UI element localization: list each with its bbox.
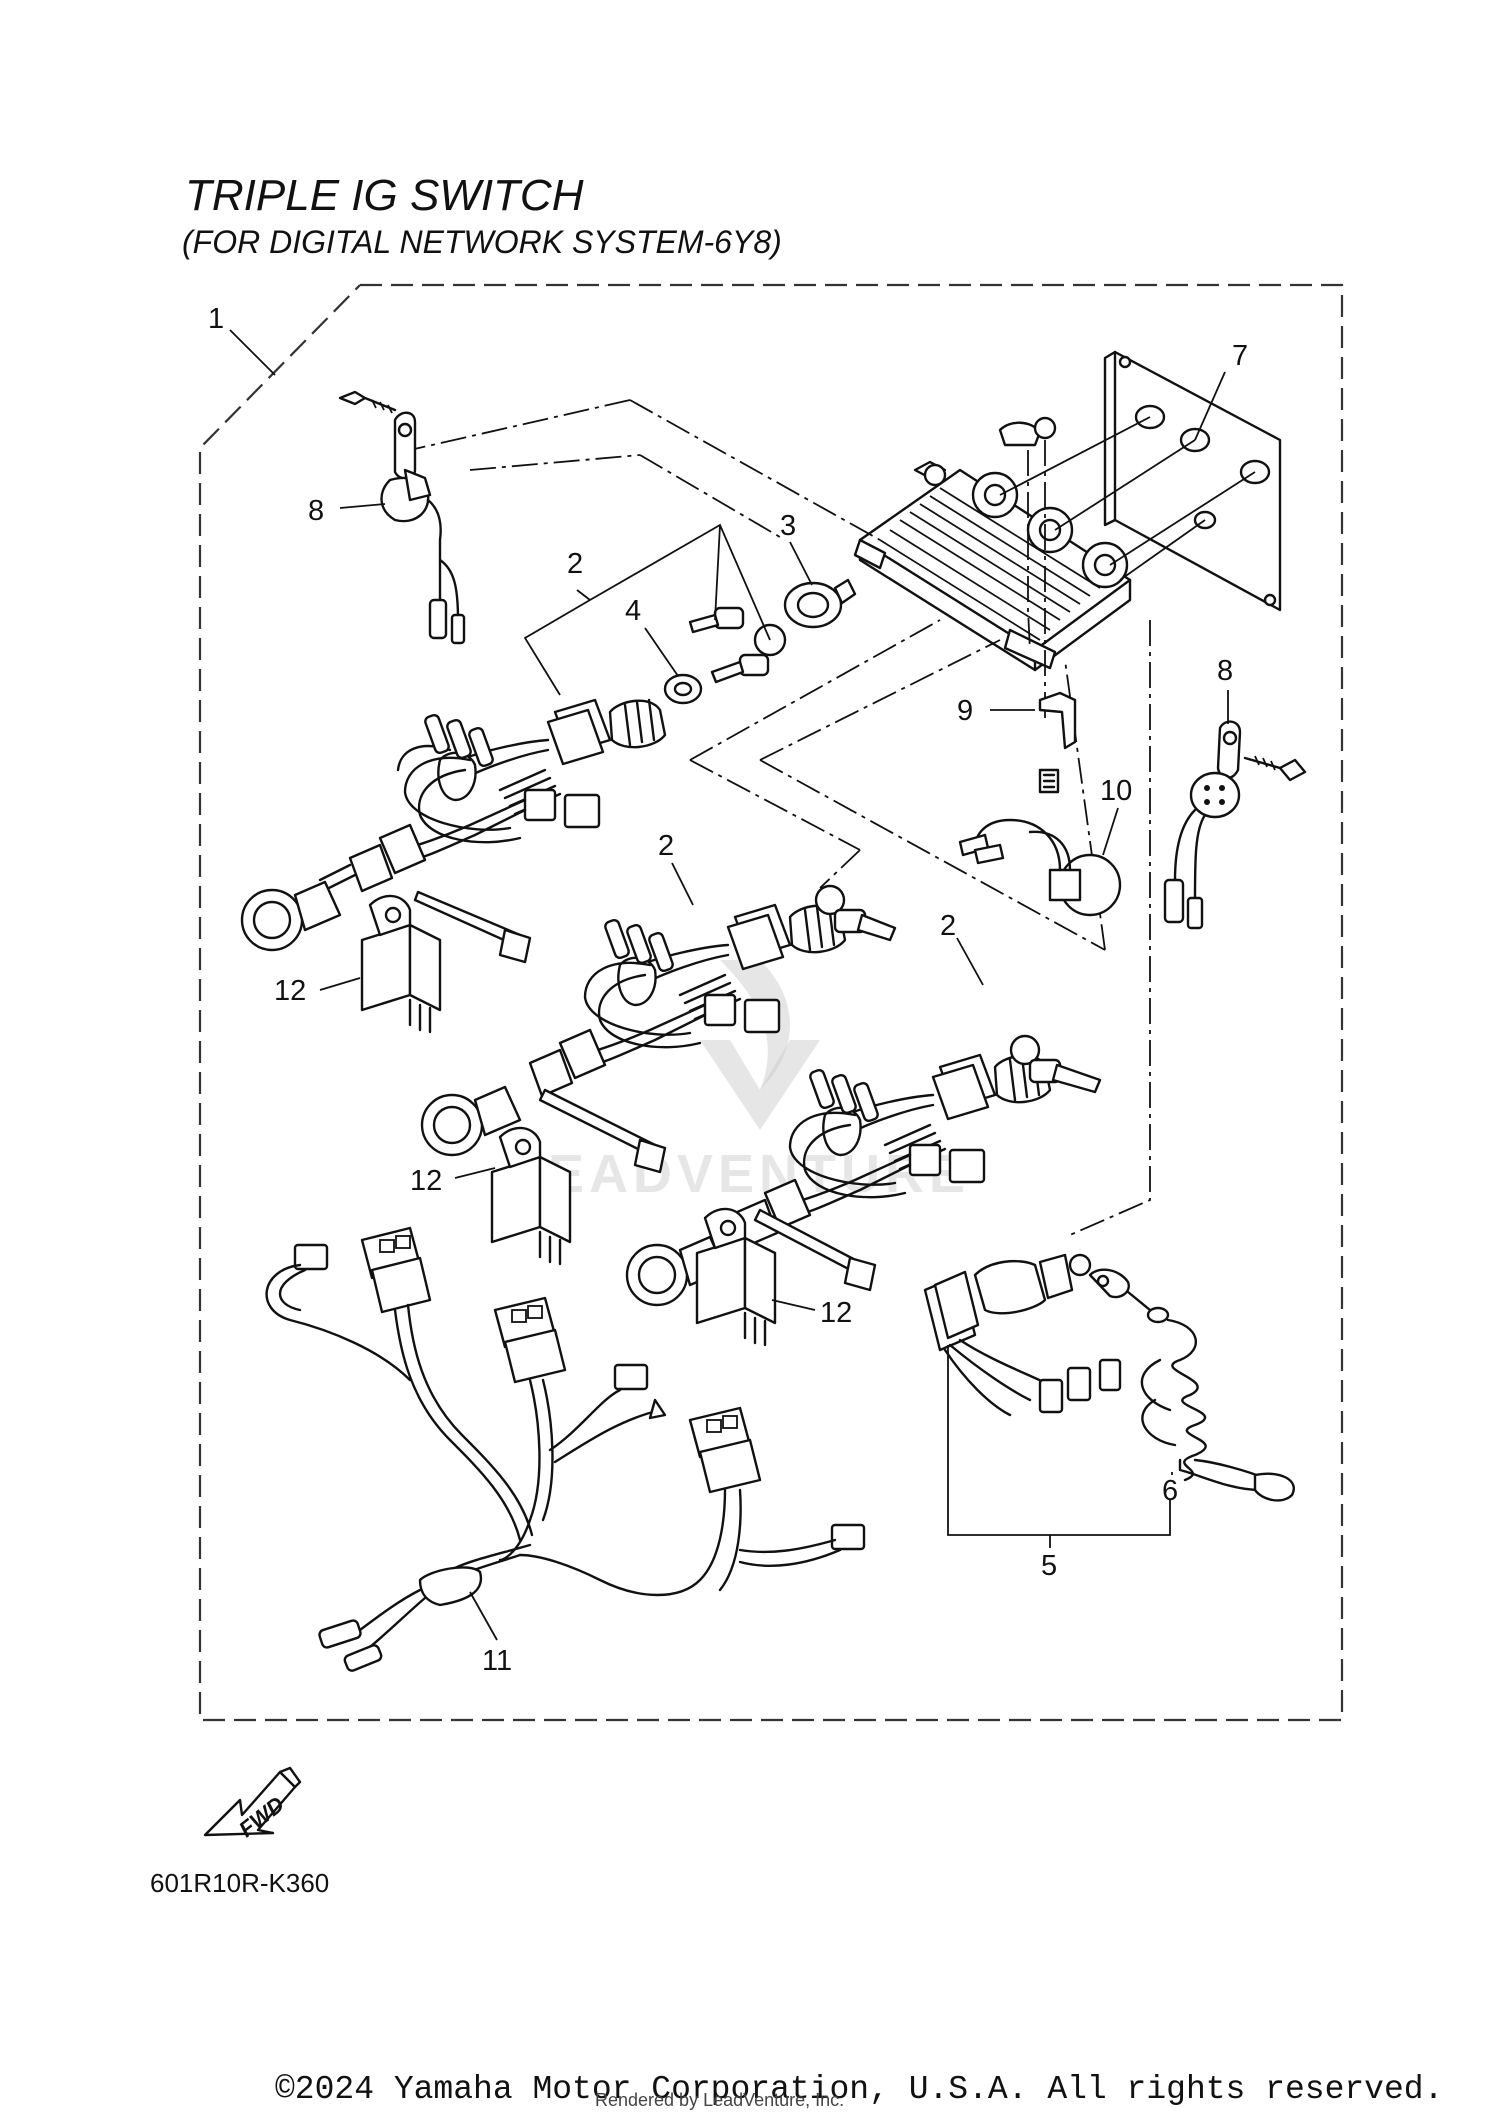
cable-ties: [413, 890, 877, 1292]
callout-12-left: 12: [274, 975, 306, 1007]
switch-panel-bracket: [853, 416, 1132, 672]
watermark: LEADVENTURE: [510, 960, 970, 1204]
callout-11: 11: [482, 1645, 512, 1677]
diagram-subtitle: (FOR DIGITAL NETWORK SYSTEM-6Y8): [182, 224, 782, 260]
callout-12-middle: 12: [410, 1165, 442, 1197]
cap: [783, 578, 857, 629]
assembly-leader-lines: [999, 416, 1256, 1236]
callout-1: 1: [208, 303, 224, 335]
diagram-title: TRIPLE IG SWITCH: [185, 171, 584, 220]
callout-2-top: 2: [567, 548, 583, 580]
callout-8-right: 8: [1217, 655, 1233, 687]
switch-keys: [814, 884, 1102, 1094]
callout-12-right: 12: [820, 1297, 852, 1329]
wire-harness: [265, 1226, 866, 1672]
callout-6: 6: [1162, 1475, 1178, 1507]
callout-5: 5: [1041, 1550, 1057, 1582]
key-set: [688, 606, 787, 684]
callout-3: 3: [780, 510, 796, 542]
callouts: 1 7 8 8 3 2 4 2 2 9 10 12 12 12 5 6: [208, 303, 1248, 1677]
rendered-by: Rendered by LeadVenture, Inc.: [595, 2090, 844, 2110]
lanyard-clip-left: [338, 390, 466, 645]
callout-4: 4: [625, 595, 641, 627]
lanyard-clip-right: [1163, 720, 1307, 930]
main-switch-1: [240, 698, 667, 952]
relay-3: [695, 1207, 777, 1347]
main-switch-2: [420, 903, 847, 1157]
callout-2-middle: 2: [658, 830, 674, 862]
relay-2: [490, 1126, 572, 1266]
stay-bracket: [1038, 691, 1077, 794]
callout-9: 9: [957, 695, 973, 727]
relay-1: [360, 894, 442, 1034]
switch-guide-lines: [409, 399, 1106, 951]
copyright-notice: ©2024 Yamaha Motor Corporation, U.S.A. A…: [275, 2071, 1443, 2108]
buzzer: [958, 818, 1122, 917]
callout-10: 10: [1100, 775, 1132, 807]
lanyard: [1088, 1268, 1295, 1502]
callout-8-left: 8: [308, 495, 324, 527]
callout-2-bottom: 2: [940, 910, 956, 942]
callout-7: 7: [1232, 340, 1248, 372]
fwd-arrow-icon: FWD: [203, 1766, 302, 1842]
ring: [663, 673, 703, 705]
assembly-boundary: [198, 283, 1344, 1722]
diagram-code: 601R10R-K360: [150, 1868, 329, 1898]
watermark-text: LEADVENTURE: [510, 1144, 970, 1204]
stop-switch: [923, 1253, 1122, 1417]
